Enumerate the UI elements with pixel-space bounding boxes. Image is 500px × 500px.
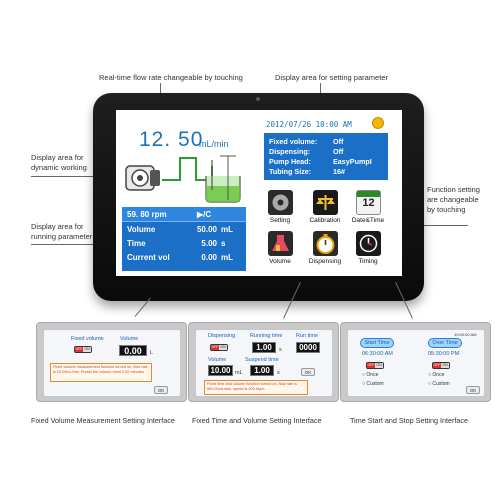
dispensing-label: Dispensing (308, 258, 342, 265)
running-time-label: Running time (250, 333, 283, 339)
run-direction-icon[interactable]: ▶/C (197, 209, 212, 219)
flask-icon[interactable] (268, 231, 293, 256)
over-time-toggle[interactable]: OFF ON (432, 362, 450, 369)
callout-dynamic-working: Display area for dynamic working (31, 153, 87, 173)
fixed-volume-panel-inner: Fixed volume Volume OFF ON 0.00 L Fixed … (43, 329, 181, 397)
calibration-label: Calibration (309, 217, 341, 224)
timing-icon[interactable] (356, 231, 381, 256)
param-row-pump-head: Pump Head:EasyPumpI (269, 156, 372, 166)
device-screen: 12. 50 mL/min 2012/07/26 10:00 AM Fixed … (116, 110, 402, 276)
fixed-time-volume-panel-inner: Dispensing Running time Run time OFF ON … (195, 329, 333, 397)
volume-label: Volume (120, 336, 139, 342)
rpm-readout: 59. 80 rpm (127, 209, 167, 219)
suspend-time-unit: s (277, 370, 280, 376)
date-time-display: 2012/07/26 10:00 AM (266, 120, 352, 129)
run-time-label: Run time (296, 333, 319, 339)
time-start-stop-panel-inner: 10:00:00 AM Start Time Over Time 06:30:0… (347, 329, 485, 397)
caption-fixed-volume: Fixed Volume Measurement Setting Interfa… (31, 416, 175, 425)
run-status-bar: 59. 80 rpm ▶/C (122, 207, 246, 222)
fixed-volume-panel: Fixed volume Volume OFF ON 0.00 L Fixed … (36, 322, 187, 402)
suspend-time-input[interactable]: 1.00 (250, 365, 274, 376)
caption-time-start-stop: Time Start and Stop Setting Interface (350, 416, 468, 425)
volume-label: Volume (269, 258, 291, 265)
ok-button[interactable]: OK (301, 368, 315, 376)
over-custom-radio[interactable]: ○ Custom (428, 381, 450, 387)
volume-input[interactable]: 0.00 (119, 345, 147, 356)
pump-working-illustration (125, 155, 241, 203)
callout-setting-param: Display area for setting parameter (275, 73, 388, 82)
tubing-line (162, 157, 213, 181)
clock-readout: 10:00:00 AM (454, 332, 477, 337)
setting-parameter-panel[interactable]: Fixed volume:Off Dispensing:Off Pump Hea… (264, 133, 388, 180)
over-time-button[interactable]: Over Time (428, 338, 462, 348)
over-once-radio[interactable]: ○ Once (428, 372, 445, 378)
dispense-volume-label: Volume (208, 357, 227, 363)
param-row-dispensing: Dispensing:Off (269, 146, 344, 156)
caption-fixed-time-volume: Fixed Time and Volume Setting Interface (192, 416, 322, 425)
stopwatch-icon[interactable] (313, 231, 338, 256)
callout-line-dynamic (31, 176, 123, 177)
start-time-toggle[interactable]: OFF ON (366, 362, 384, 369)
dispensing-label: Dispensing (208, 333, 236, 339)
dispensing-toggle[interactable]: OFF ON (210, 344, 228, 351)
setting-label: Setting (269, 217, 291, 224)
alarm-clock-icon (372, 117, 384, 129)
fixed-volume-toggle[interactable]: OFF ON (74, 346, 92, 353)
scale-icon[interactable] (313, 190, 338, 215)
param-row-fixed-volume: Fixed volume:Off (269, 136, 344, 146)
camera-dot (256, 97, 260, 101)
fixed-volume-note: Fixed volume measurement function turned… (50, 363, 152, 382)
pump-head-icon (125, 165, 160, 191)
callout-running-param: Display area for running parameter (31, 222, 93, 242)
suspend-time-label: Suspend time (245, 357, 279, 363)
fixed-volume-label: Fixed volume (71, 336, 104, 342)
time-start-stop-panel: 10:00:00 AM Start Time Over Time 06:30:0… (340, 322, 491, 402)
calendar-icon[interactable]: 12 (356, 190, 381, 215)
callout-function-setting: Function setting are changeable by touch… (427, 185, 480, 215)
dispense-volume-input[interactable]: 10.00 (208, 365, 233, 376)
running-time-input[interactable]: 1.00 (252, 342, 276, 353)
start-time-button[interactable]: Start Time (360, 338, 394, 348)
fixed-time-volume-panel: Dispensing Running time Run time OFF ON … (188, 322, 339, 402)
callout-realtime-flow: Real-time flow rate changeable by touchi… (99, 73, 243, 82)
timing-label: Timing (358, 258, 378, 265)
flow-rate-value[interactable]: 12. 50 (139, 128, 204, 151)
beaker-icon (205, 155, 241, 203)
ok-button[interactable]: OK (154, 386, 168, 394)
dispense-volume-unit: mL (235, 370, 243, 376)
over-time-value[interactable]: 05:30:00 PM (428, 351, 460, 357)
start-time-value[interactable]: 06:30:00 AM (362, 351, 393, 357)
param-row-tubing-size: Tubing Size:16# (269, 166, 345, 176)
callout-line-running (31, 244, 125, 245)
flow-rate-unit: mL/min (199, 139, 229, 149)
gear-icon[interactable] (268, 190, 293, 215)
fixed-time-volume-note: Fixed time and volume function turned on… (204, 380, 308, 395)
run-time-input[interactable]: 0000 (296, 342, 320, 353)
ok-button[interactable]: OK (466, 386, 480, 394)
date-time-label: Date&Time (351, 217, 385, 224)
volume-unit: L (150, 350, 154, 356)
start-custom-radio[interactable]: ○ Custom (362, 381, 384, 387)
start-once-radio[interactable]: ○ Once (362, 372, 379, 378)
running-time-unit: s (279, 347, 282, 353)
